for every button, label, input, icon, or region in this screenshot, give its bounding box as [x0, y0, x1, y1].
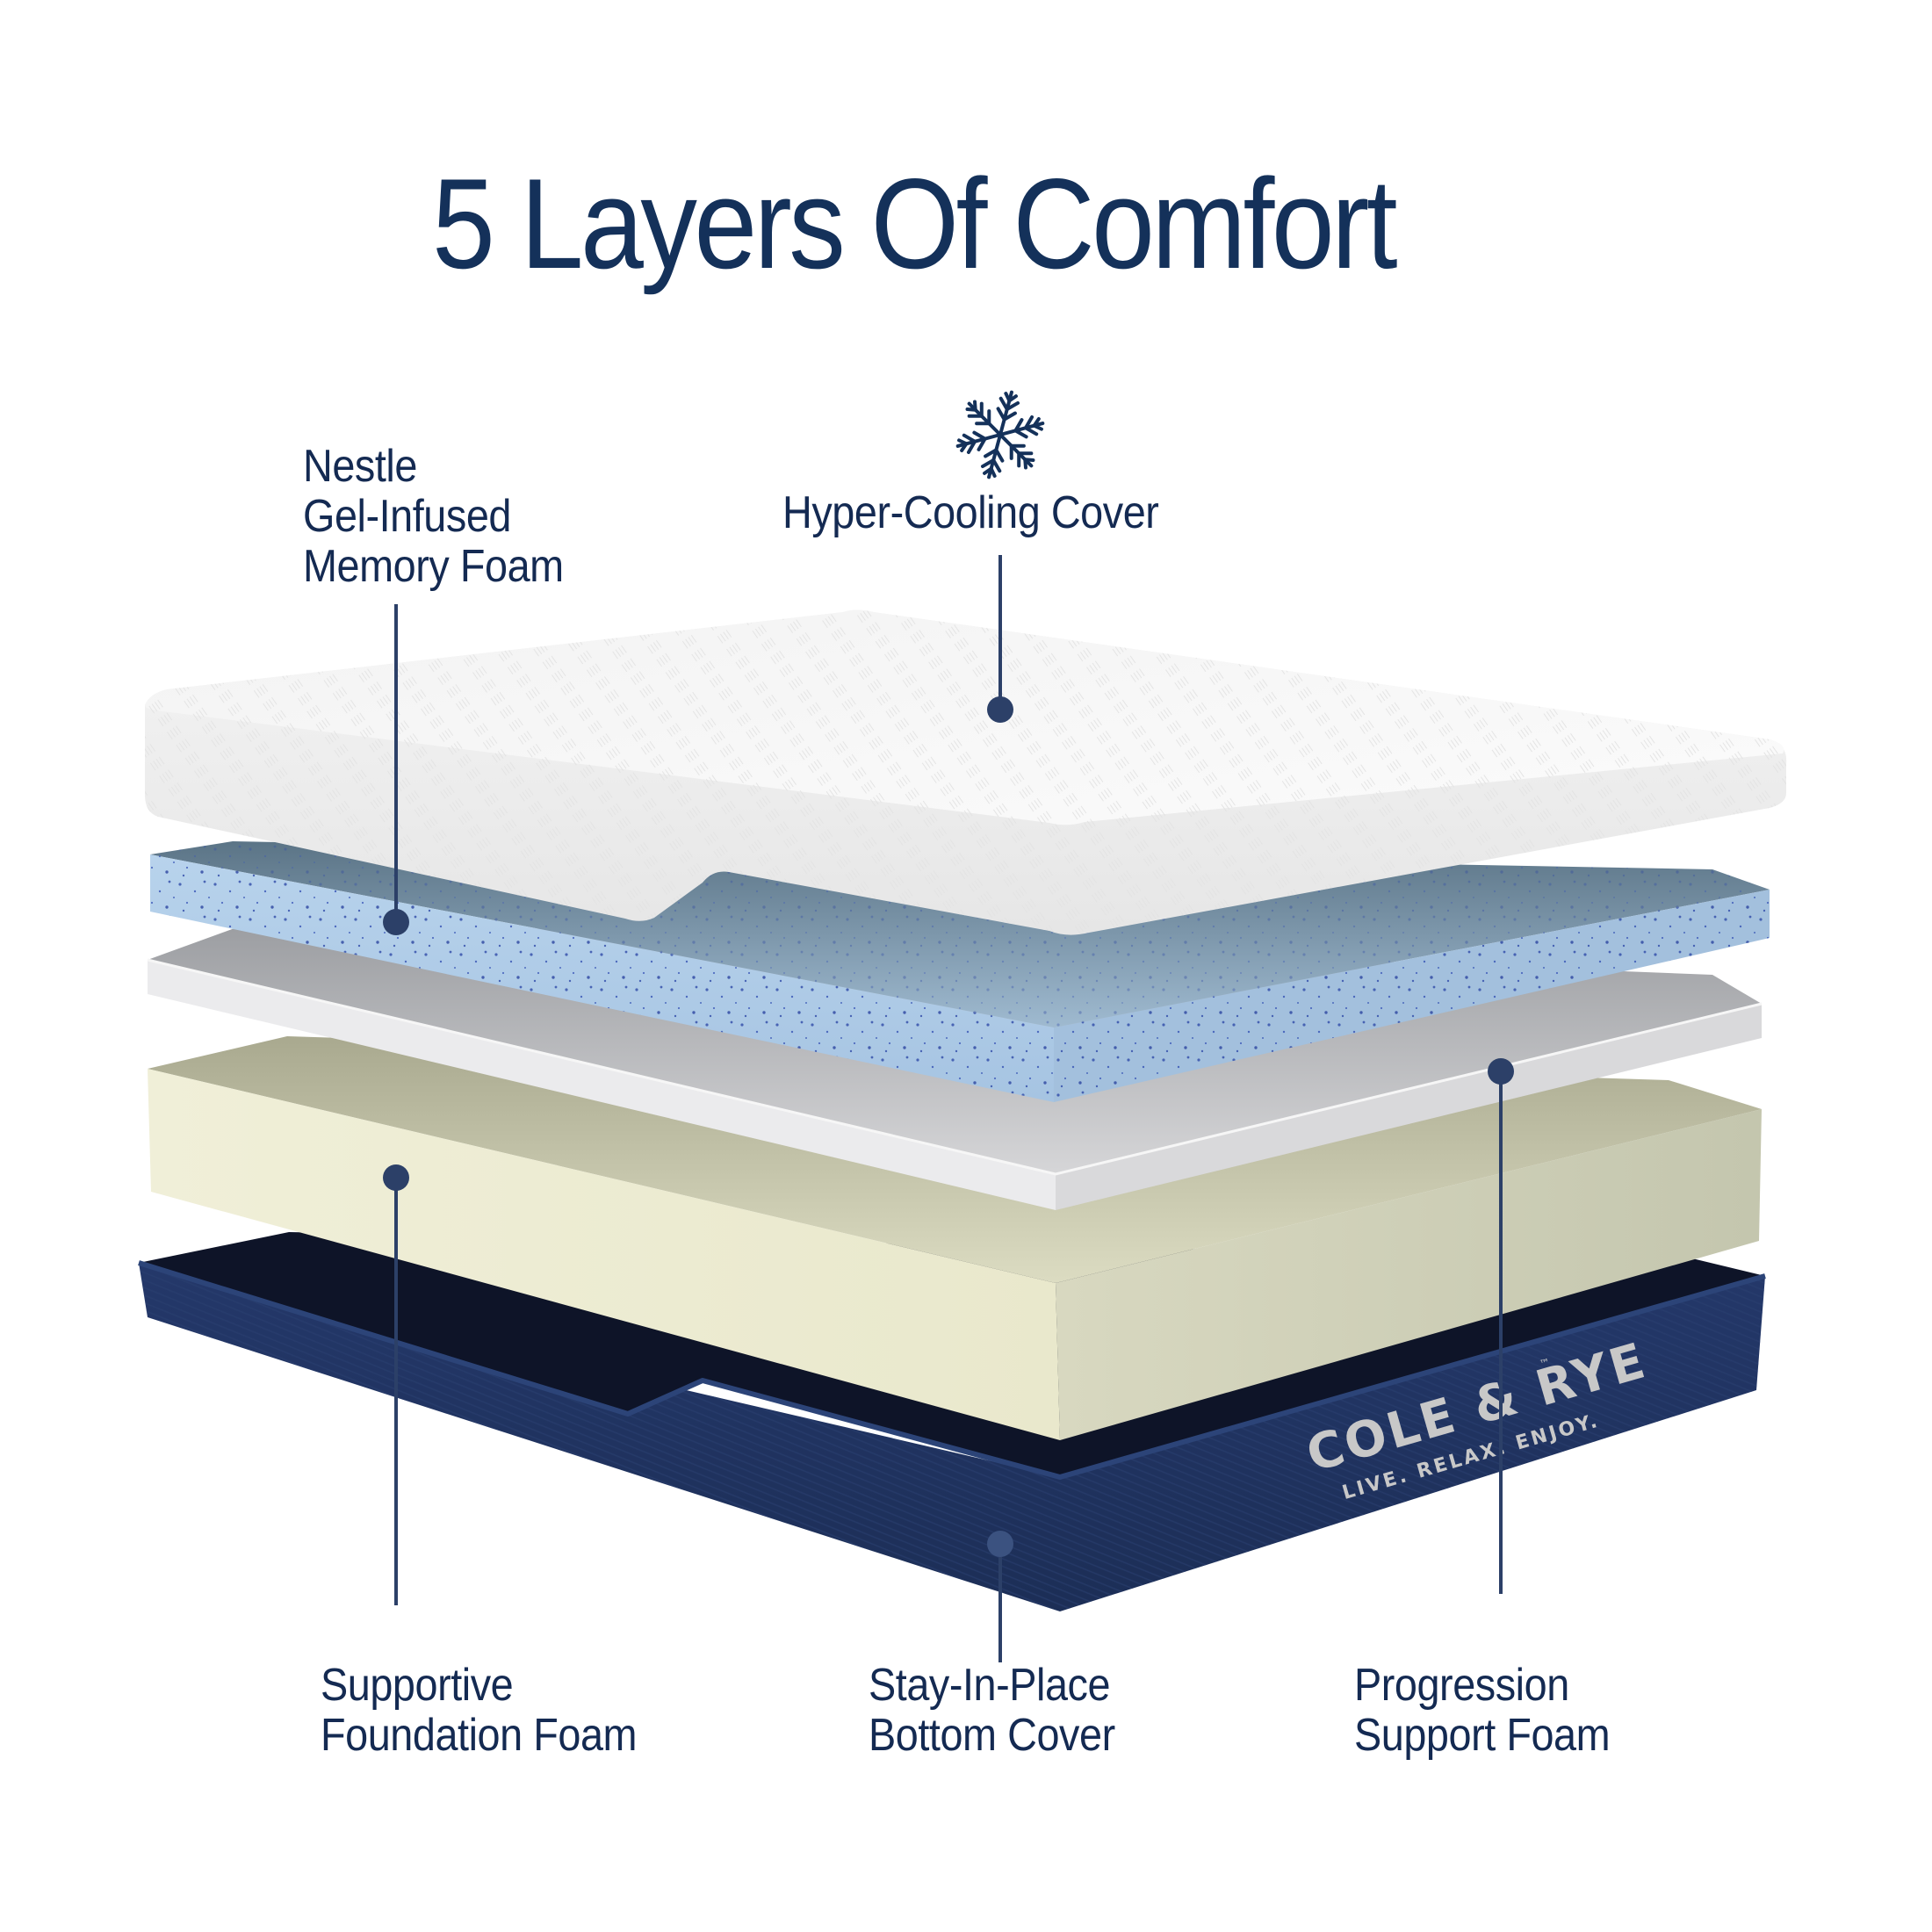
- label-line: Bottom Cover: [869, 1710, 1115, 1761]
- label-line: Hyper-Cooling Cover: [782, 487, 1159, 538]
- label-support-foam: Progression Support Foam: [1354, 1660, 1611, 1761]
- label-line: Stay-In-Place: [869, 1660, 1111, 1711]
- support-marker-dot: [1488, 1058, 1514, 1085]
- label-line: Foundation Foam: [321, 1710, 638, 1761]
- label-line: Gel-Infused: [303, 491, 511, 542]
- label-bottom-cover: Stay-In-Place Bottom Cover: [869, 1661, 1115, 1761]
- label-line: Memory Foam: [303, 541, 564, 592]
- label-foundation-foam: Supportive Foundation Foam: [321, 1660, 638, 1761]
- label-line: Supportive: [321, 1660, 514, 1711]
- gel-marker-dot: [383, 909, 409, 935]
- label-line: Nestle: [303, 441, 417, 492]
- leader-lines: [383, 555, 1514, 1662]
- brand-trademark: ™: [1538, 1356, 1551, 1371]
- layer-cooling-cover: [145, 609, 1787, 935]
- label-line: Support Foam: [1354, 1710, 1611, 1761]
- label-line: Progression: [1354, 1660, 1569, 1711]
- bottom-marker-dot: [987, 1531, 1013, 1557]
- page-title: 5 Layers Of Comfort: [432, 152, 1398, 295]
- snowflake-icon: [954, 390, 1047, 481]
- label-gel-memory-foam: Nestle Gel-Infused Memory Foam: [303, 442, 564, 592]
- label-cooling-cover: Hyper-Cooling Cover: [782, 487, 1159, 538]
- cover-marker-dot: [987, 696, 1013, 723]
- foundation-marker-dot: [383, 1164, 409, 1191]
